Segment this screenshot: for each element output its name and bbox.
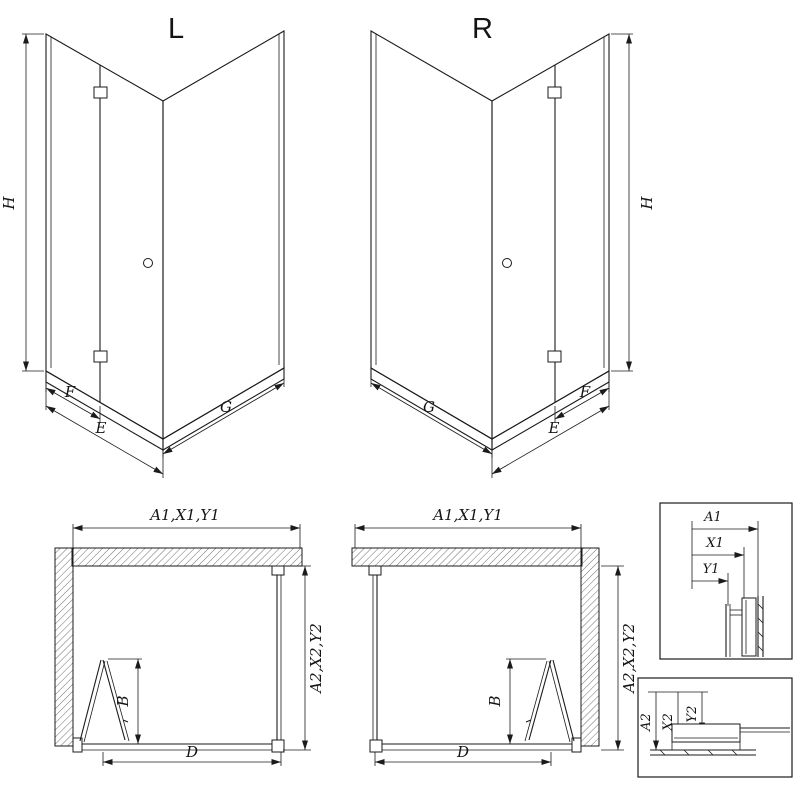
dim-label-g-l: G xyxy=(220,398,232,416)
dimension-e-r: E xyxy=(491,375,610,478)
side-glass-panel xyxy=(162,30,285,440)
side-glass-panel xyxy=(370,30,493,440)
dimension-e-l: E xyxy=(45,375,164,478)
dimension-a1-plan-r: A1,X1,Y1 xyxy=(354,506,582,548)
dim-label-a1-detail: A1 xyxy=(703,510,722,525)
dim-label-e-l: E xyxy=(95,419,107,437)
building-wall-top xyxy=(351,547,583,567)
shower-tray-front xyxy=(45,370,164,451)
corner-post xyxy=(271,739,285,753)
dimension-g-l: G xyxy=(162,372,285,458)
dimension-a1-plan-l: A1,X1,Y1 xyxy=(72,506,301,548)
building-wall-top xyxy=(71,547,303,567)
detail-box-width: A1 X1 Y1 xyxy=(659,502,793,660)
folded-door xyxy=(524,659,575,743)
dim-label-a1-plan-r: A1,X1,Y1 xyxy=(431,506,503,524)
dimension-a2-plan-l: A2,X2,Y2 xyxy=(283,565,325,751)
dim-label-h-l: H xyxy=(0,196,18,211)
enclosure-r xyxy=(370,30,610,451)
dim-label-b-plan-l: B xyxy=(114,695,132,707)
dim-label-g-r: G xyxy=(423,398,435,416)
dim-label-f-r: F xyxy=(579,383,591,401)
threshold-bottom xyxy=(369,737,582,753)
dim-label-e-r: E xyxy=(548,419,560,437)
dimension-b-plan-r: B xyxy=(486,658,546,745)
dimension-f-r: F xyxy=(554,375,610,423)
dimension-d-plan-r: D xyxy=(374,743,552,766)
dimension-a2-plan-r: A2,X2,Y2 xyxy=(601,565,638,751)
door-hinge-profile xyxy=(571,737,582,753)
fixed-glass-right xyxy=(271,565,285,744)
dimension-g-r: G xyxy=(370,372,493,458)
door-hinge-profile xyxy=(72,737,83,753)
shower-tray-front xyxy=(491,370,610,451)
threshold-bottom xyxy=(72,737,285,753)
dim-label-y1-detail: Y1 xyxy=(703,562,720,577)
hinge-bottom xyxy=(93,350,108,363)
variant-label-r: R xyxy=(472,13,493,45)
plan-view-l: A1,X1,Y1 A2,X2,Y2 B D xyxy=(54,506,325,766)
dimension-h-l: H xyxy=(0,33,44,372)
door-knob xyxy=(525,719,532,723)
hinge-bottom xyxy=(547,350,562,363)
dimension-h-r: H xyxy=(611,33,656,372)
dim-label-a2-plan-r: A2,X2,Y2 xyxy=(620,623,638,695)
folded-door xyxy=(79,659,130,743)
dim-label-b-plan-r: B xyxy=(486,695,504,707)
dimension-d-plan-l: D xyxy=(102,743,282,766)
dim-label-y2-detail: Y2 xyxy=(685,706,700,723)
hinge-top xyxy=(547,86,562,99)
detail-frame xyxy=(637,677,793,778)
dimension-b-plan-l: B xyxy=(108,658,142,745)
detail-frame xyxy=(659,502,793,660)
dim-label-a2-detail: A2 xyxy=(639,713,654,732)
dim-label-a2-plan-l: A2,X2,Y2 xyxy=(307,623,325,695)
building-wall-right xyxy=(580,547,600,747)
dim-label-h-r: H xyxy=(638,196,656,211)
dim-label-f-l: F xyxy=(64,383,76,401)
perspective-view-l: L H F E xyxy=(0,13,285,478)
dim-label-a1-plan-l: A1,X1,Y1 xyxy=(148,506,220,524)
dim-label-d-plan-r: D xyxy=(456,743,469,761)
wall-profile xyxy=(368,565,382,576)
dim-label-x1-detail: X1 xyxy=(705,536,724,551)
perspective-view-r: R H F E xyxy=(370,13,656,478)
plan-view-r: A1,X1,Y1 A2,X2,Y2 B D xyxy=(351,506,638,766)
door-knob xyxy=(122,719,129,723)
door-knob xyxy=(143,258,153,268)
wall-profile-section xyxy=(650,723,790,756)
door-knob xyxy=(502,258,512,268)
enclosure-l xyxy=(45,30,285,451)
building-wall-left xyxy=(54,547,74,747)
variant-label-l: L xyxy=(168,13,184,45)
dim-label-d-plan-l: D xyxy=(185,743,198,761)
dimension-f-l: F xyxy=(45,375,101,423)
hinge-top xyxy=(93,86,108,99)
wall-profile xyxy=(271,565,285,576)
corner-post xyxy=(369,739,383,753)
wall-profile-section xyxy=(725,596,764,657)
fixed-glass-left xyxy=(368,565,382,744)
detail-box-depth: A2 X2 Y2 xyxy=(637,677,793,778)
